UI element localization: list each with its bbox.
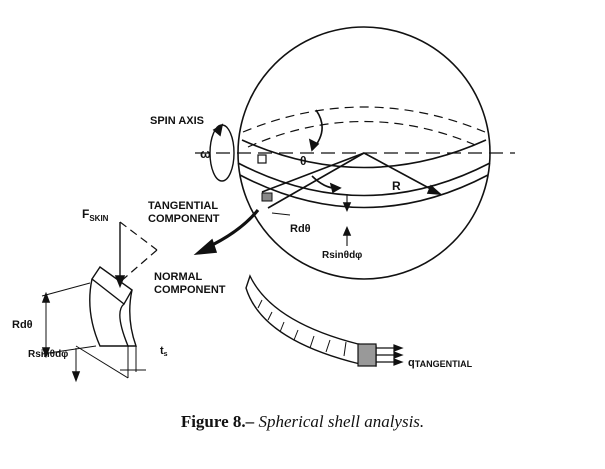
shell-strip-end-block <box>357 343 377 367</box>
radius-line-r <box>363 152 441 195</box>
normal-component-label-1: NORMAL <box>154 271 203 283</box>
tangential-component-label-2: COMPONENT <box>148 213 220 225</box>
element-dtheta-arrow-top <box>41 291 51 303</box>
theta-arc-arrowhead <box>308 138 320 152</box>
r-sin-theta-dphi-label: Rsinθdφ <box>322 250 362 261</box>
tangential-component-line <box>119 221 158 251</box>
rsin-dim-arrow-down <box>342 202 352 213</box>
spin-axis-label: SPIN AXIS <box>150 115 204 127</box>
theta-label: θ <box>300 154 307 168</box>
element-r-sin-theta-dphi-label: Rsinθdφ <box>28 349 68 360</box>
element-rsin-dim <box>75 345 129 379</box>
figure-number: Figure 8.– <box>180 412 255 431</box>
element-dtheta-arrow-bot <box>41 347 51 359</box>
element-r-dtheta-label: Rdθ <box>12 319 33 331</box>
normal-component-label-2: COMPONENT <box>154 284 226 296</box>
right-angle-mark <box>257 154 267 164</box>
rsin-dim-arrow-up <box>342 225 352 236</box>
figure-title: Spherical shell analysis. <box>258 412 425 431</box>
q-tangential-label: qTANGENTIAL <box>408 357 473 369</box>
omega-label: ω <box>200 146 211 161</box>
theta-sweep-arrowhead <box>329 182 342 194</box>
f-skin-label: FSKIN <box>82 207 109 223</box>
figure-caption: Figure 8.– Spherical shell analysis. <box>0 412 605 432</box>
element-dtheta-ext-bot <box>41 345 97 355</box>
radius-arrowhead <box>426 184 443 195</box>
element-block-face <box>89 278 130 347</box>
tangential-load-arrows <box>376 344 404 366</box>
spin-rotation-arrowhead <box>212 123 224 137</box>
equator-ring-inner <box>239 174 489 209</box>
shell-element-marker <box>261 192 273 202</box>
radius-line-1 <box>261 152 365 193</box>
element-rsin-arrow <box>71 371 81 383</box>
equator-ring-outer <box>237 162 491 197</box>
element-dtheta-ext-top <box>41 282 91 297</box>
r-dtheta-label: Rdθ <box>290 223 311 235</box>
tangential-component-label-1: TANGENTIAL <box>148 200 218 212</box>
upper-band-curve <box>241 139 487 169</box>
hidden-ring-upper <box>242 106 486 133</box>
normal-component-line <box>119 249 158 283</box>
shell-strip-outer <box>245 274 377 367</box>
r-dtheta-dim <box>271 212 291 216</box>
element-block-front <box>91 266 133 306</box>
hidden-ring-lower <box>247 120 481 148</box>
element-block-side <box>128 289 137 347</box>
radius-label: R <box>392 179 401 193</box>
shell-strip-ribs <box>257 299 347 357</box>
thickness-label: ts <box>160 345 168 358</box>
transfer-arrowhead <box>193 238 218 256</box>
